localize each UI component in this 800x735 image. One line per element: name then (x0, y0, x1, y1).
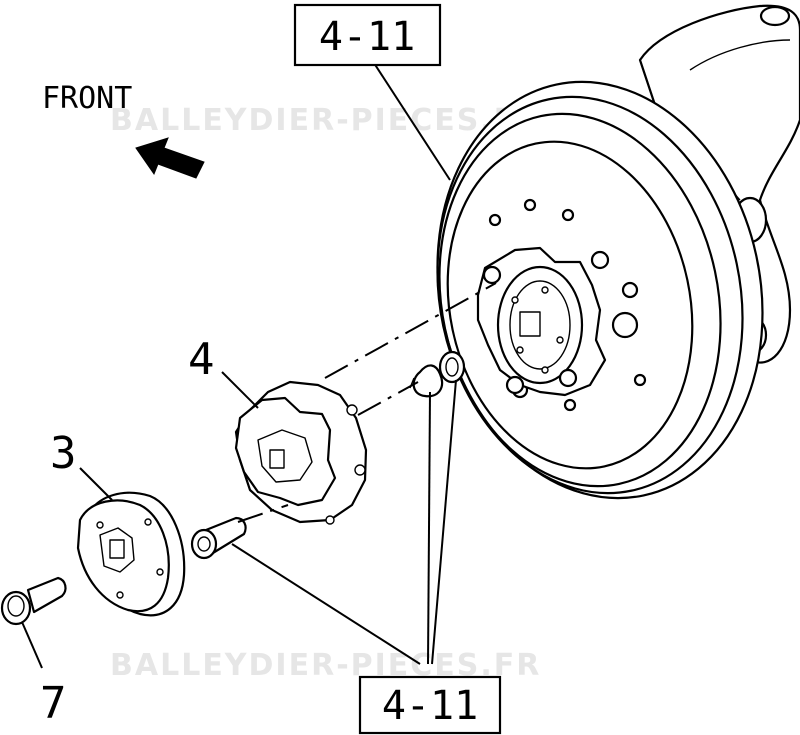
snap-ring (409, 364, 444, 398)
part-number-3: 3 (50, 428, 77, 479)
reference-box-top[interactable]: 4-11 (293, 3, 442, 67)
front-label: FRONT (42, 81, 132, 116)
part-number-4: 4 (188, 334, 215, 385)
leader-part-7 (21, 621, 43, 669)
front-arrow-icon (135, 137, 205, 179)
leader-part-3 (79, 467, 113, 501)
free-wheel-hub-part-4 (234, 380, 368, 525)
centerline-upper (324, 282, 497, 379)
centerline-lower (237, 504, 289, 523)
reference-label-top: 4-11 (319, 14, 415, 60)
washer (438, 350, 466, 384)
hub-rotor-assembly (436, 80, 764, 500)
leader-ref-bottom-c (431, 379, 457, 665)
reference-box-bottom[interactable]: 4-11 (358, 675, 502, 735)
hub-cap-part-3 (76, 491, 186, 617)
leader-ref-top (371, 59, 451, 181)
leader-part-4 (221, 371, 259, 409)
part-number-7: 7 (40, 678, 67, 729)
reference-label-bottom: 4-11 (382, 683, 478, 729)
centerline-middle (357, 381, 419, 416)
flange-bolt-part-7 (0, 576, 67, 626)
socket-cap-screw (190, 516, 247, 560)
watermark-top: BALLEYDIER-PIECES.FR (110, 103, 541, 138)
leader-ref-bottom-b (427, 391, 431, 665)
leader-ref-bottom-a (231, 543, 421, 665)
